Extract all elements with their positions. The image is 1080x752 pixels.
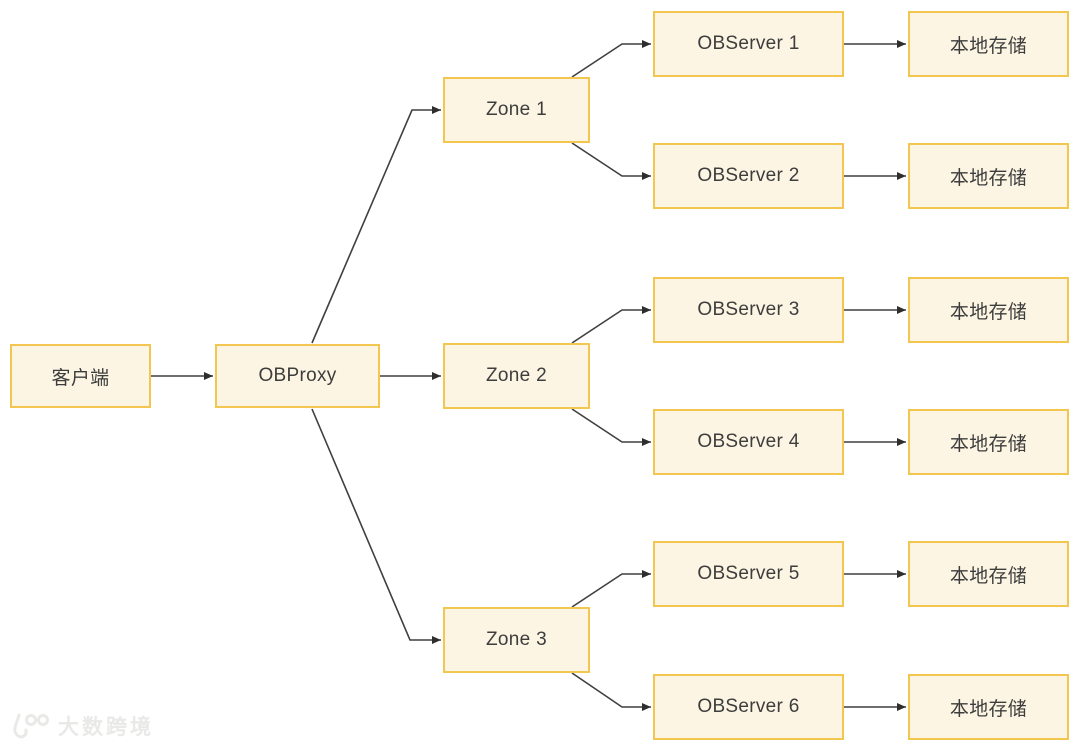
node-zone-1: Zone 1 bbox=[443, 77, 590, 143]
node-observer-4: OBServer 4 bbox=[653, 409, 844, 475]
node-zone-2: Zone 2 bbox=[443, 343, 590, 409]
node-observer-1: OBServer 1 bbox=[653, 11, 844, 77]
node-local-storage-6: 本地存储 bbox=[908, 674, 1069, 740]
node-local-storage-3: 本地存储 bbox=[908, 277, 1069, 343]
node-client: 客户端 bbox=[10, 344, 151, 408]
node-observer-6: OBServer 6 bbox=[653, 674, 844, 740]
node-local-storage-4: 本地存储 bbox=[908, 409, 1069, 475]
node-local-storage-2: 本地存储 bbox=[908, 143, 1069, 209]
edge-zone3-srv5 bbox=[571, 570, 651, 608]
edge-zone3-srv6 bbox=[571, 672, 651, 711]
edge-zone2-srv4 bbox=[571, 408, 651, 446]
watermark: 大数跨境 bbox=[8, 710, 154, 742]
edge-zone1-srv1 bbox=[571, 40, 651, 78]
node-local-storage-1: 本地存储 bbox=[908, 11, 1069, 77]
node-observer-5: OBServer 5 bbox=[653, 541, 844, 607]
edge-proxy-zone3 bbox=[311, 408, 441, 644]
edge-zone1-srv2 bbox=[571, 142, 651, 180]
watermark-logo-icon bbox=[13, 713, 49, 739]
edge-proxy-zone1 bbox=[311, 106, 441, 344]
node-obproxy: OBProxy bbox=[215, 344, 380, 408]
node-observer-2: OBServer 2 bbox=[653, 143, 844, 209]
edge-zone2-srv3 bbox=[571, 306, 651, 344]
node-zone-3: Zone 3 bbox=[443, 607, 590, 673]
watermark-text: 大数跨境 bbox=[58, 716, 154, 739]
node-local-storage-5: 本地存储 bbox=[908, 541, 1069, 607]
node-observer-3: OBServer 3 bbox=[653, 277, 844, 343]
